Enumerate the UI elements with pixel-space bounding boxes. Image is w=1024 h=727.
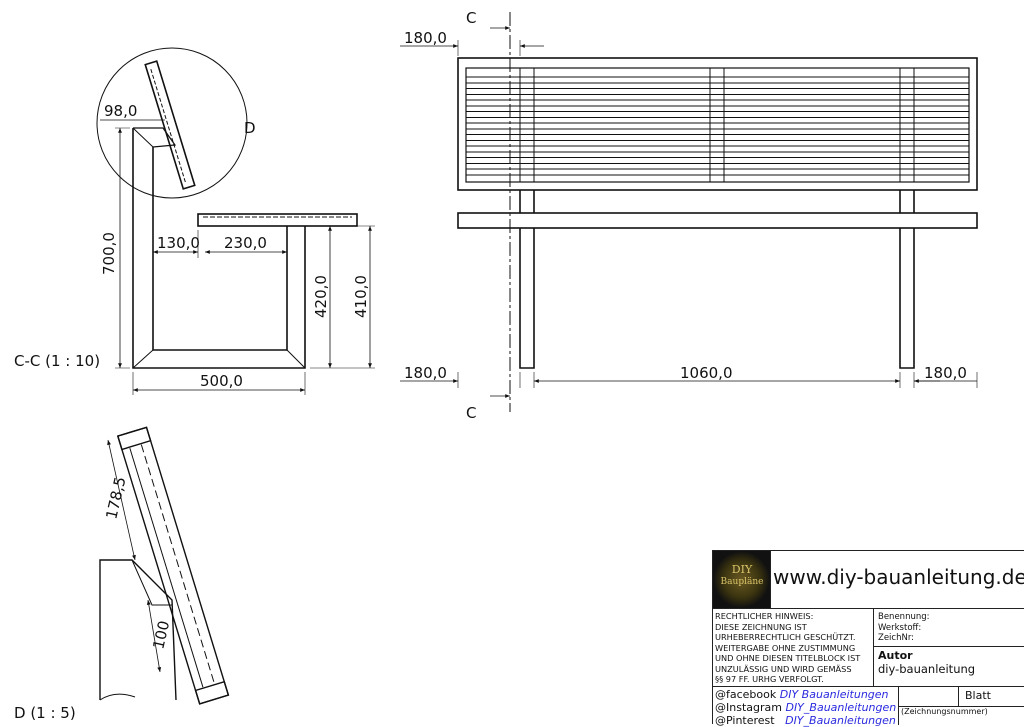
dim-top-left: 180,0 <box>404 29 447 47</box>
drawing-meta: Benennung: Werkstoff: ZeichNr: <box>874 608 1024 646</box>
dim-left: 180,0 <box>404 364 447 382</box>
detail-marker-d: D <box>244 119 256 137</box>
front-view <box>400 12 978 412</box>
social-pinterest[interactable]: @Pinterest DIY_Bauanleitungen <box>715 714 896 727</box>
sheet-label: Blatt <box>959 686 1024 706</box>
website-url[interactable]: www.diy-bauanleitung.de <box>773 565 1024 589</box>
section-view <box>96 47 375 395</box>
dim-detail-height: 100 <box>149 619 173 651</box>
dim-seat-height-b: 410,0 <box>352 275 370 318</box>
social-facebook[interactable]: @facebook DIY Bauanleitungen <box>715 688 896 701</box>
author-value: diy-bauanleitung <box>878 662 976 676</box>
dim-seat-depth: 230,0 <box>224 234 267 252</box>
social-links: @facebook DIY Bauanleitungen @Instagram … <box>713 686 899 727</box>
platform: @facebook <box>715 688 777 701</box>
backrest-slat <box>465 168 970 176</box>
legal-notice: RECHTLICHER HINWEIS: DIESE ZEICHNUNG IST… <box>713 608 874 686</box>
section-marker-bottom: C <box>466 404 476 422</box>
title-block: DIY Baupläne www.diy-bauanleitung.de REC… <box>712 550 1024 727</box>
logo-text-bottom: Baupläne <box>720 577 764 587</box>
logo-text-top: DIY <box>731 563 753 576</box>
handle: DIY_Bauanleitungen <box>785 701 897 714</box>
detail-view <box>99 426 230 705</box>
backrest-slat <box>465 122 970 130</box>
section-marker-top: C <box>466 9 476 27</box>
backrest-slat <box>465 111 970 118</box>
backrest-slat <box>465 134 970 141</box>
dim-width: 500,0 <box>200 372 243 390</box>
dim-right: 180,0 <box>924 364 967 382</box>
backrest-slat <box>465 145 970 153</box>
backrest-slat <box>465 88 970 95</box>
dim-back-offset: 98,0 <box>104 102 137 120</box>
handle: DIY_Bauanleitungen <box>785 714 896 727</box>
backrest-slat <box>465 157 970 164</box>
handle: DIY Bauanleitungen <box>779 688 889 701</box>
dim-seat-height-a: 420,0 <box>312 275 330 318</box>
empty-cell <box>899 686 959 706</box>
detail-label: D (1 : 5) <box>14 704 76 722</box>
social-instagram[interactable]: @Instagram DIY_Bauanleitungen <box>715 701 896 714</box>
platform: @Pinterest <box>715 714 775 727</box>
drawing-number-label: (Zeichnungsnummer) <box>899 706 1024 725</box>
author-field: Autor diy-bauanleitung <box>874 646 1024 686</box>
backrest-slat <box>465 76 970 84</box>
dim-gap: 130,0 <box>157 234 200 252</box>
section-label: C-C (1 : 10) <box>14 352 100 370</box>
dim-detail-length: 178,5 <box>102 475 129 521</box>
detail-circle <box>96 47 248 199</box>
dim-height: 700,0 <box>100 232 118 275</box>
dim-span: 1060,0 <box>680 364 733 382</box>
backrest-slat <box>465 99 970 107</box>
author-label: Autor <box>878 649 913 662</box>
logo: DIY Baupläne <box>713 551 771 608</box>
platform: @Instagram <box>715 701 782 714</box>
